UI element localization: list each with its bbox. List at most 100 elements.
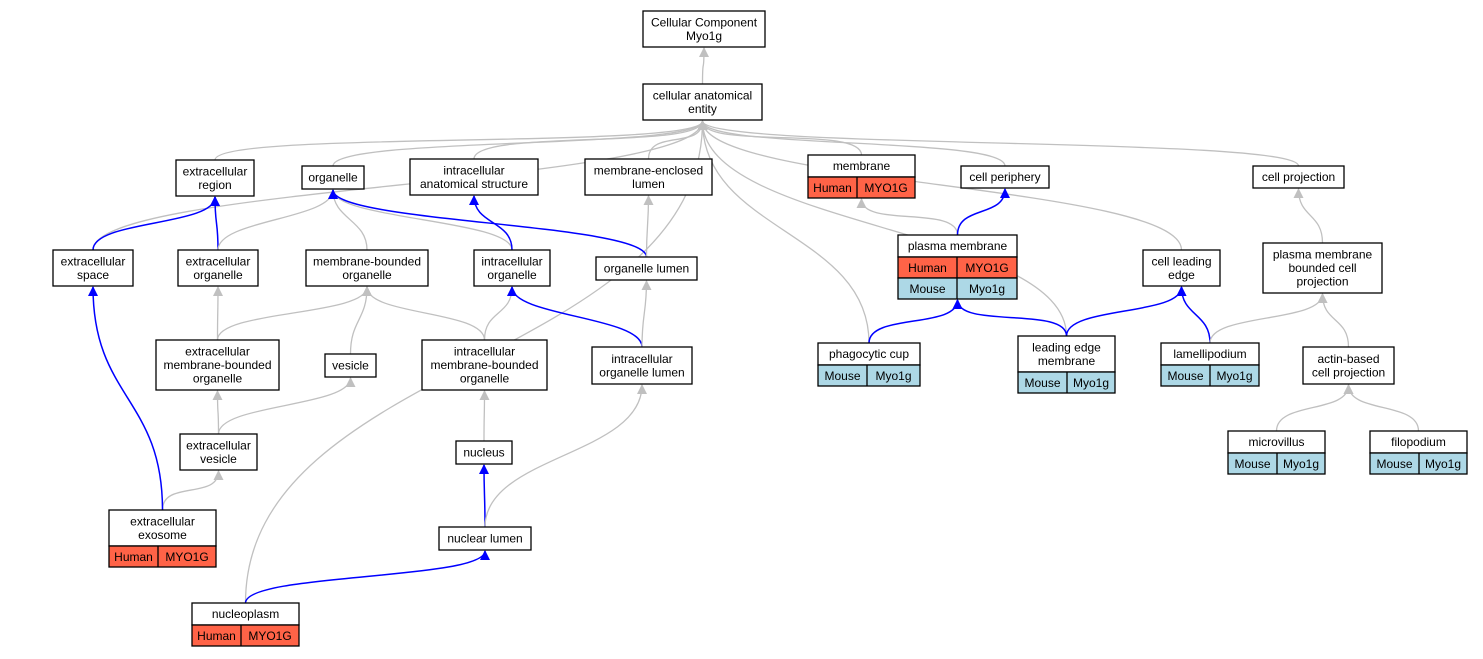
node-box	[324, 353, 377, 378]
node-nuc[interactable]: nucleus	[455, 440, 513, 465]
node-label: anatomical structure	[420, 177, 528, 191]
node-label: nucleoplasm	[212, 607, 279, 621]
edge-cae-to-root	[698, 47, 709, 85]
node-label: space	[77, 268, 109, 282]
node-cp[interactable]: cell periphery	[960, 165, 1050, 189]
edge-lem-to-cae	[697, 120, 1068, 337]
edge-abcp-to-pmbcp	[1317, 293, 1350, 348]
edge-eo-to-org	[217, 189, 338, 251]
node-label: filopodium	[1391, 435, 1446, 449]
species-label: Human	[114, 550, 153, 564]
edge-pc-to-cae	[697, 120, 870, 344]
species-label: Mouse	[909, 282, 945, 296]
edge-eo-to-er	[210, 196, 221, 251]
node-label: cell periphery	[969, 170, 1040, 184]
node-label: membrane	[1038, 354, 1096, 368]
edge-io-to-ias	[469, 195, 513, 251]
gene-label: Myo1g	[1425, 457, 1461, 471]
node-cproj[interactable]: cell projection	[1252, 165, 1345, 189]
edge-io-to-org	[328, 189, 513, 251]
node-label: extracellular	[186, 438, 251, 452]
edge-nuc-to-imbo	[479, 390, 490, 442]
node-label: actin-based	[1317, 352, 1379, 366]
node-ol[interactable]: organelle lumen	[595, 256, 698, 281]
node-label: intracellular	[454, 345, 515, 359]
gene-label: Myo1g	[1283, 457, 1319, 471]
node-label: cell leading	[1151, 254, 1211, 268]
edge-nl-to-iol	[484, 384, 647, 528]
edge-mv-to-abcp	[1275, 384, 1354, 432]
node-label: organelle lumen	[604, 262, 689, 276]
node-ves[interactable]: vesicle	[324, 353, 377, 378]
node-org[interactable]: organelle	[301, 165, 365, 190]
node-label: organelle	[308, 171, 358, 185]
node-box	[438, 526, 532, 551]
node-box	[155, 339, 280, 391]
edge-cp-to-cae	[697, 120, 1006, 167]
species-label: Human	[197, 629, 236, 643]
annotation-row-mouse	[817, 364, 921, 387]
edge-pm-to-cp	[956, 188, 1010, 236]
species-label: Mouse	[1167, 369, 1203, 383]
node-label: leading edge	[1032, 340, 1101, 354]
node-label: membrane-bounded	[430, 358, 538, 372]
edge-ol-to-org	[328, 189, 648, 258]
node-label: organelle lumen	[599, 365, 684, 379]
edge-cproj-to-cae	[697, 120, 1300, 167]
node-box	[301, 165, 365, 190]
node-label: organelle	[193, 372, 243, 386]
species-label: Mouse	[824, 369, 860, 383]
node-label: vesicle	[332, 359, 369, 373]
edge-lem-to-pm	[952, 299, 1068, 337]
node-label: membrane-bounded	[163, 358, 271, 372]
gene-label: Myo1g	[969, 282, 1005, 296]
node-label: cell projection	[1262, 170, 1335, 184]
node-label: edge	[1168, 268, 1195, 282]
gene-label: MYO1G	[864, 181, 907, 195]
node-box	[175, 159, 255, 197]
edge-lam-to-pmbcp	[1209, 293, 1328, 344]
species-label: Human	[813, 181, 852, 195]
node-box	[177, 249, 259, 287]
gene-label: MYO1G	[248, 629, 291, 643]
node-box	[1142, 249, 1221, 287]
node-label: nucleus	[463, 446, 504, 460]
annotation-row-human	[108, 545, 217, 568]
node-box	[421, 339, 548, 391]
node-box	[591, 346, 693, 385]
edge-exo-to-ev	[161, 470, 224, 511]
edge-pmbcp-to-cproj	[1293, 188, 1324, 244]
node-nl[interactable]: nuclear lumen	[438, 526, 532, 551]
node-box	[1252, 165, 1345, 189]
node-label: membrane	[833, 159, 891, 173]
node-label: organelle	[342, 268, 392, 282]
edge-es-to-er	[92, 196, 220, 251]
edge-ev-to-ves	[217, 377, 356, 435]
